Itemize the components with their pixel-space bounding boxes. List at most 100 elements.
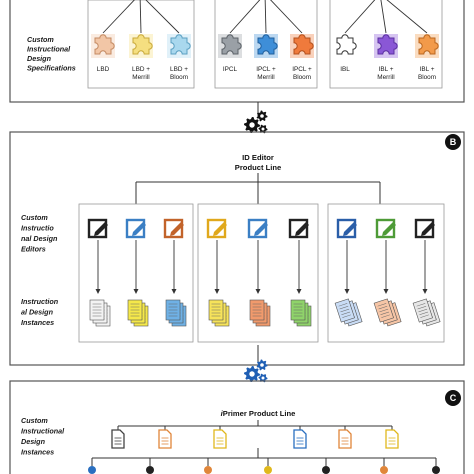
edit-icon	[206, 218, 227, 239]
editors-label-line: Editors	[21, 245, 46, 254]
panel-c-frame	[9, 380, 465, 474]
arrow-head	[95, 289, 101, 294]
edit-pencil	[382, 222, 396, 236]
gear-hub	[260, 363, 264, 367]
edit-pencil	[132, 222, 146, 236]
document-text-line	[379, 308, 389, 313]
puzzle-piece-icon	[132, 34, 153, 55]
edit-pencil	[421, 222, 435, 236]
gears-icon-b	[244, 110, 268, 134]
edit-pencil	[94, 222, 108, 236]
edit-icon	[288, 218, 309, 239]
document-stack-icon	[208, 299, 230, 327]
puzzle-label: Bloom	[293, 74, 311, 81]
panel-c-badge	[445, 390, 461, 406]
document-text-line	[381, 314, 391, 318]
panel-c-side-label-line: Instructional	[21, 427, 65, 436]
fan-line	[139, 0, 142, 34]
document-stack-icon	[89, 299, 111, 327]
document-stack-icon	[290, 299, 312, 327]
panel-a-side-label-line: Instructional	[27, 45, 71, 54]
arrow-head	[171, 289, 177, 294]
gear-hub	[249, 371, 255, 377]
document-text-line	[338, 303, 348, 307]
puzzle-label: IPCL +	[256, 66, 276, 73]
panel-b-badge-letter: B	[450, 137, 457, 147]
panel-b-badge	[445, 134, 461, 150]
instance-node	[204, 466, 212, 474]
editors-label-line: Custom	[21, 213, 48, 222]
panel-c-side-label-line: Instances	[21, 448, 54, 457]
file-icon	[158, 429, 172, 449]
panel-c-side-label-line: Custom	[21, 416, 48, 425]
puzzle-piece-icon	[418, 34, 439, 55]
instances-label-line: Instances	[21, 318, 54, 327]
arrow-head	[296, 289, 302, 294]
document-text-line	[342, 314, 352, 318]
edit-icon	[247, 218, 268, 239]
puzzle-label: LBD +	[132, 66, 150, 73]
fan-line	[229, 0, 261, 34]
arrow-head	[383, 289, 389, 294]
instance-node	[146, 466, 154, 474]
gear-hub	[261, 376, 265, 380]
puzzle-label: IBL	[340, 66, 350, 73]
arrow-head	[255, 289, 261, 294]
panel-b-tree-connectors	[135, 173, 381, 204]
document-stack-icon	[373, 298, 402, 327]
file-icon	[385, 429, 399, 449]
edit-icon	[163, 218, 184, 239]
puzzle-label: Merrill	[377, 74, 394, 81]
puzzle-label: IBL +	[420, 66, 435, 73]
document-text-line	[340, 308, 350, 313]
document-text-line	[418, 308, 428, 313]
document-text-line	[417, 306, 427, 310]
puzzle-piece-icon	[293, 34, 314, 55]
panel-b-groups	[78, 203, 445, 343]
panel-b-title-line1: ID Editor	[242, 153, 274, 162]
fan-line	[264, 0, 267, 34]
puzzle-piece-icon	[221, 34, 242, 55]
panel-c-title: iPrimer Product Line	[221, 409, 296, 418]
puzzle-label: Merrill	[132, 74, 149, 81]
document-stack-icon	[165, 299, 187, 327]
file-icon	[213, 429, 227, 449]
puzzle-label: IPCL +	[292, 66, 312, 73]
fan-line	[386, 0, 428, 34]
edit-icon	[125, 218, 146, 239]
instance-node	[322, 466, 330, 474]
edit-icon	[336, 218, 357, 239]
edit-pencil	[295, 222, 309, 236]
puzzle-piece-icon	[257, 34, 278, 55]
puzzle-label: IBL +	[379, 66, 394, 73]
panel-a-frame	[9, 0, 465, 103]
file-icon	[111, 429, 125, 449]
editor-group	[78, 203, 194, 343]
fan-line	[344, 0, 376, 34]
edit-pencil	[170, 222, 184, 236]
arrow-head	[344, 289, 350, 294]
panel-c-title-prefix: i	[221, 409, 224, 418]
puzzle-label: Bloom	[418, 74, 436, 81]
arrow-head	[422, 289, 428, 294]
file-icon	[293, 429, 307, 449]
gear-hub	[260, 114, 264, 118]
edit-pencil	[343, 222, 357, 236]
document-text-line	[380, 311, 390, 315]
edit-pencil	[254, 222, 268, 236]
document-text-line	[416, 303, 426, 307]
panel-b-title-line2: Product Line	[235, 163, 281, 172]
fan-line	[270, 0, 303, 34]
panel-a-side-label-line: Custom	[27, 35, 54, 44]
document-text-line	[378, 306, 388, 310]
instances-label-line: al Design	[21, 308, 54, 317]
fan-line	[380, 0, 387, 34]
puzzle-label: Merrill	[257, 74, 274, 81]
instance-node	[432, 466, 440, 474]
panel-c-side-label-line: Design	[21, 437, 46, 446]
